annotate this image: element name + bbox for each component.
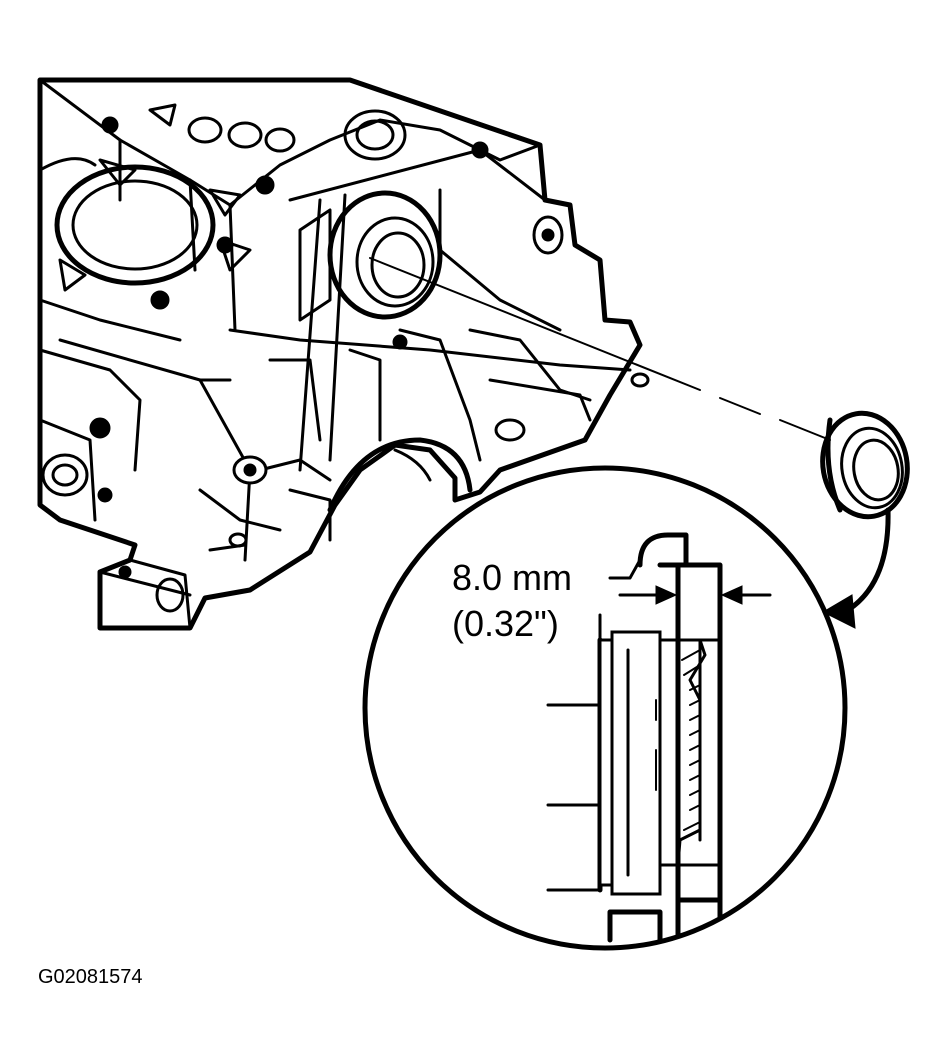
rear-main-seal bbox=[820, 410, 910, 520]
detail-view bbox=[362, 465, 848, 951]
engine-block bbox=[37, 77, 831, 631]
detail-callout-arrow bbox=[821, 507, 891, 629]
figure-id: G02081574 bbox=[38, 966, 143, 988]
dimension-imperial: (0.32") bbox=[452, 603, 559, 644]
dimension-metric: 8.0 mm bbox=[452, 557, 572, 598]
